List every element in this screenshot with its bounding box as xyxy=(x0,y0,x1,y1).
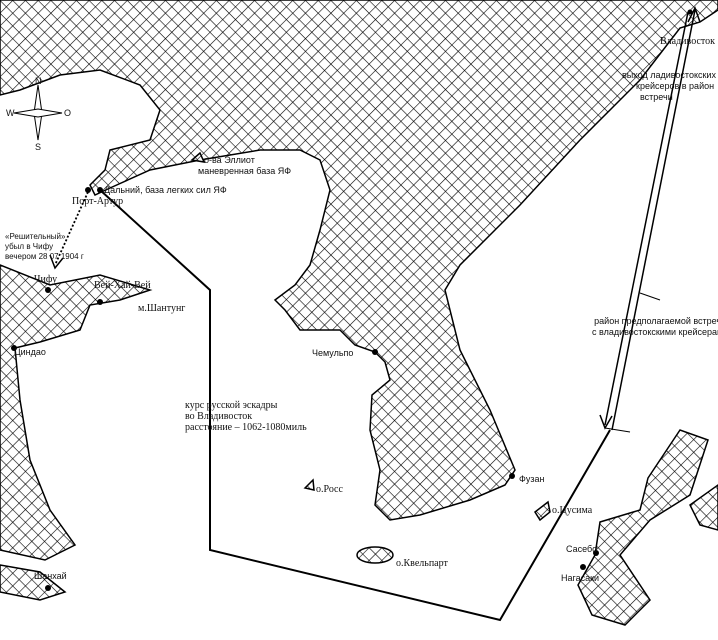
label-chemulpo: Чемульпо xyxy=(312,348,354,358)
label-reshitelny: «Решительный» убыл в Чифу вечером 28 07 … xyxy=(5,232,84,262)
text-line: встречи xyxy=(640,92,673,102)
mainland-korea xyxy=(0,0,718,521)
label-nagasaki: Нагасаки xyxy=(561,573,600,583)
text-line: во Владивосток xyxy=(185,411,253,422)
meeting-tick-north xyxy=(639,292,661,301)
text-line: о-ва Эллиот xyxy=(204,155,255,165)
port-markers xyxy=(11,9,693,591)
text-line: крейсеров в район xyxy=(636,81,715,91)
label-tsushima: о.Цусима xyxy=(552,505,593,516)
label-elliot: о-ва Эллиот маневренная база ЯФ xyxy=(198,155,291,177)
cruisers-route-north xyxy=(611,9,696,431)
compass-icon xyxy=(13,84,63,141)
label-dalny: Дальний, база легких сил ЯФ xyxy=(104,185,227,195)
label-shanghai: Шанхай xyxy=(34,571,67,581)
compass-west: W xyxy=(6,108,15,118)
text-line: маневренная база ЯФ xyxy=(198,166,292,176)
meeting-tick-south xyxy=(604,427,631,433)
text-line: с владивостокскими крейсерами xyxy=(592,327,718,337)
text-line: район предполагаемой встречи xyxy=(594,316,718,326)
reshitelny-route xyxy=(54,191,89,266)
label-sasebo: Сасебо xyxy=(566,544,598,554)
label-weihaiwei: Вей-Хай-Вей xyxy=(94,280,151,291)
text-line: «Решительный» xyxy=(5,232,66,241)
label-exit-cruisers: выход ладивостокских крейсеров в район в… xyxy=(622,70,716,103)
text-line: курс русской эскадры xyxy=(185,400,278,411)
shandong xyxy=(0,264,153,561)
label-fuzan: Фузан xyxy=(519,474,545,484)
ross-island xyxy=(303,478,315,491)
japan-kyushu xyxy=(577,429,709,626)
text-line: расстояние – 1062-1080миль xyxy=(185,422,307,433)
tsushima-island xyxy=(534,500,551,522)
arrow-head-north xyxy=(687,6,701,23)
text-line: убыл в Чифу xyxy=(5,242,54,251)
label-chifu: Чифу xyxy=(34,274,58,285)
compass-north: N xyxy=(35,76,42,86)
cruisers-route-south xyxy=(604,11,689,426)
label-vladivostok: Владивосток xyxy=(660,36,715,47)
label-ross: о.Росс xyxy=(316,484,343,495)
compass-south: S xyxy=(35,142,42,152)
text-line: выход ладивостокских xyxy=(622,70,716,80)
compass-east: O xyxy=(64,108,72,118)
label-port-arthur: Порт-Артур xyxy=(72,196,124,207)
text-line: вечером 28 07 1904 г xyxy=(5,252,84,261)
reshitelny-arrow xyxy=(49,254,64,270)
label-quelpart: о.Квельпарт xyxy=(396,558,448,569)
quelpart-island xyxy=(356,546,394,564)
russian-squadron-course xyxy=(99,189,611,622)
label-qingdao: Циндао xyxy=(14,347,46,357)
elliot-island xyxy=(190,151,206,163)
label-shantung: м.Шантунг xyxy=(138,303,186,314)
label-meeting-area: район предполагаемой встречи с владивост… xyxy=(592,316,718,338)
japan-honshu xyxy=(689,484,718,531)
label-course: курс русской эскадры во Владивосток расс… xyxy=(185,400,307,433)
shanghai-coast xyxy=(0,564,67,601)
